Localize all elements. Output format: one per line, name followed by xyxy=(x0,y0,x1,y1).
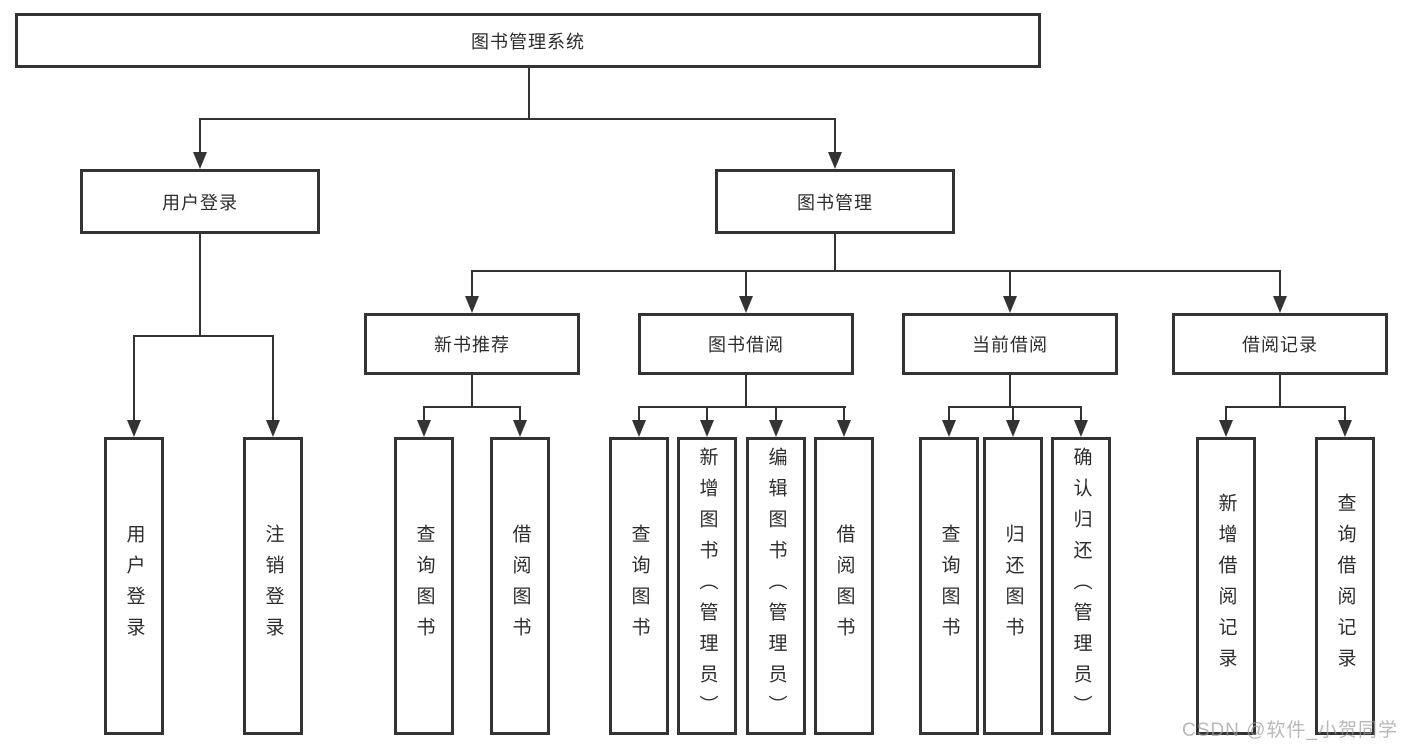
node-label: 确认归还（管理员） xyxy=(1070,446,1092,726)
node-label: 查询图书 xyxy=(413,524,435,648)
node-label: 借阅图书 xyxy=(509,524,531,648)
arrow-down-icon xyxy=(739,296,753,313)
arrow-down-icon xyxy=(266,420,280,437)
arrow-down-icon xyxy=(1074,420,1088,437)
leaf-query-books-borrowing: 查询图书 xyxy=(609,437,669,735)
connector-line xyxy=(519,406,521,422)
connector-line xyxy=(775,406,777,422)
leaf-logout: 注销登录 xyxy=(243,437,303,735)
node-label: 用户登录 xyxy=(162,192,238,213)
connector-line xyxy=(423,406,425,422)
node-label: 归还图书 xyxy=(1002,524,1024,648)
connector-line xyxy=(133,335,135,422)
connector-line xyxy=(199,118,836,120)
connector-line xyxy=(1225,406,1346,408)
leaf-add-books-admin: 新增图书（管理员） xyxy=(677,437,737,735)
arrow-down-icon xyxy=(193,152,207,169)
connector-line xyxy=(745,375,747,408)
arrow-down-icon xyxy=(1273,296,1287,313)
arrow-down-icon xyxy=(127,420,141,437)
node-new-book-recommendation: 新书推荐 xyxy=(364,313,580,375)
leaf-borrow-books-recommend: 借阅图书 xyxy=(490,437,550,735)
connector-line xyxy=(1009,375,1011,408)
arrow-down-icon xyxy=(1006,420,1020,437)
node-current-borrowing: 当前借阅 xyxy=(902,313,1118,375)
node-label: 借阅图书 xyxy=(833,524,855,648)
connector-line xyxy=(272,335,274,422)
connector-line xyxy=(834,118,836,154)
node-label: 借阅记录 xyxy=(1242,335,1318,355)
leaf-query-books-recommend: 查询图书 xyxy=(394,437,454,735)
node-label: 新增借阅记录 xyxy=(1215,493,1237,679)
connector-line xyxy=(948,406,1082,408)
node-book-borrowing: 图书借阅 xyxy=(638,313,854,375)
connector-line xyxy=(843,406,845,422)
leaf-user-login: 用户登录 xyxy=(104,437,164,735)
connector-line xyxy=(1225,406,1227,422)
node-library-management-system: 图书管理系统 xyxy=(15,13,1041,68)
node-user-login: 用户登录 xyxy=(80,169,320,234)
leaf-query-books-current: 查询图书 xyxy=(919,437,979,735)
arrow-down-icon xyxy=(1219,420,1233,437)
connector-line xyxy=(199,234,201,337)
connector-line xyxy=(471,375,473,408)
connector-line xyxy=(528,68,530,120)
node-label: 新书推荐 xyxy=(434,335,510,355)
connector-line xyxy=(1080,406,1082,422)
connector-line xyxy=(199,118,201,154)
arrow-down-icon xyxy=(1003,296,1017,313)
connector-line xyxy=(638,406,846,408)
arrow-down-icon xyxy=(1338,420,1352,437)
connector-line xyxy=(1279,375,1281,408)
leaf-query-borrow-record: 查询借阅记录 xyxy=(1315,437,1375,735)
node-label: 新增图书（管理员） xyxy=(696,446,718,726)
node-label: 用户登录 xyxy=(123,524,145,648)
connector-line xyxy=(471,270,1281,272)
node-label: 图书管理系统 xyxy=(471,31,585,52)
arrow-down-icon xyxy=(700,420,714,437)
arrow-down-icon xyxy=(417,420,431,437)
connector-line xyxy=(745,270,747,298)
node-label: 图书借阅 xyxy=(708,335,784,355)
node-book-management: 图书管理 xyxy=(715,169,955,234)
node-label: 查询借阅记录 xyxy=(1334,493,1356,679)
node-borrowing-records: 借阅记录 xyxy=(1172,313,1388,375)
leaf-edit-books-admin: 编辑图书（管理员） xyxy=(746,437,806,735)
arrow-down-icon xyxy=(465,296,479,313)
node-label: 查询图书 xyxy=(938,524,960,648)
arrow-down-icon xyxy=(632,420,646,437)
arrow-down-icon xyxy=(828,152,842,169)
arrow-down-icon xyxy=(769,420,783,437)
connector-line xyxy=(1279,270,1281,298)
connector-line xyxy=(423,406,521,408)
leaf-confirm-return-admin: 确认归还（管理员） xyxy=(1051,437,1111,735)
arrow-down-icon xyxy=(837,420,851,437)
connector-line xyxy=(948,406,950,422)
csdn-watermark: CSDN @软件_小贺同学 xyxy=(1182,720,1398,741)
connector-line xyxy=(1012,406,1014,422)
leaf-borrow-books: 借阅图书 xyxy=(814,437,874,735)
connector-line xyxy=(471,270,473,298)
node-label: 当前借阅 xyxy=(972,335,1048,355)
node-label: 注销登录 xyxy=(262,524,284,648)
connector-line xyxy=(1009,270,1011,298)
node-label: 查询图书 xyxy=(628,524,650,648)
connector-line xyxy=(638,406,640,422)
arrow-down-icon xyxy=(513,420,527,437)
connector-line xyxy=(1344,406,1346,422)
node-label: 图书管理 xyxy=(797,192,873,213)
leaf-add-borrow-record: 新增借阅记录 xyxy=(1196,437,1256,735)
connector-line xyxy=(134,335,274,337)
connector-line xyxy=(706,406,708,422)
leaf-return-books: 归还图书 xyxy=(983,437,1043,735)
node-label: 编辑图书（管理员） xyxy=(765,446,787,726)
connector-line xyxy=(834,234,836,272)
arrow-down-icon xyxy=(942,420,956,437)
